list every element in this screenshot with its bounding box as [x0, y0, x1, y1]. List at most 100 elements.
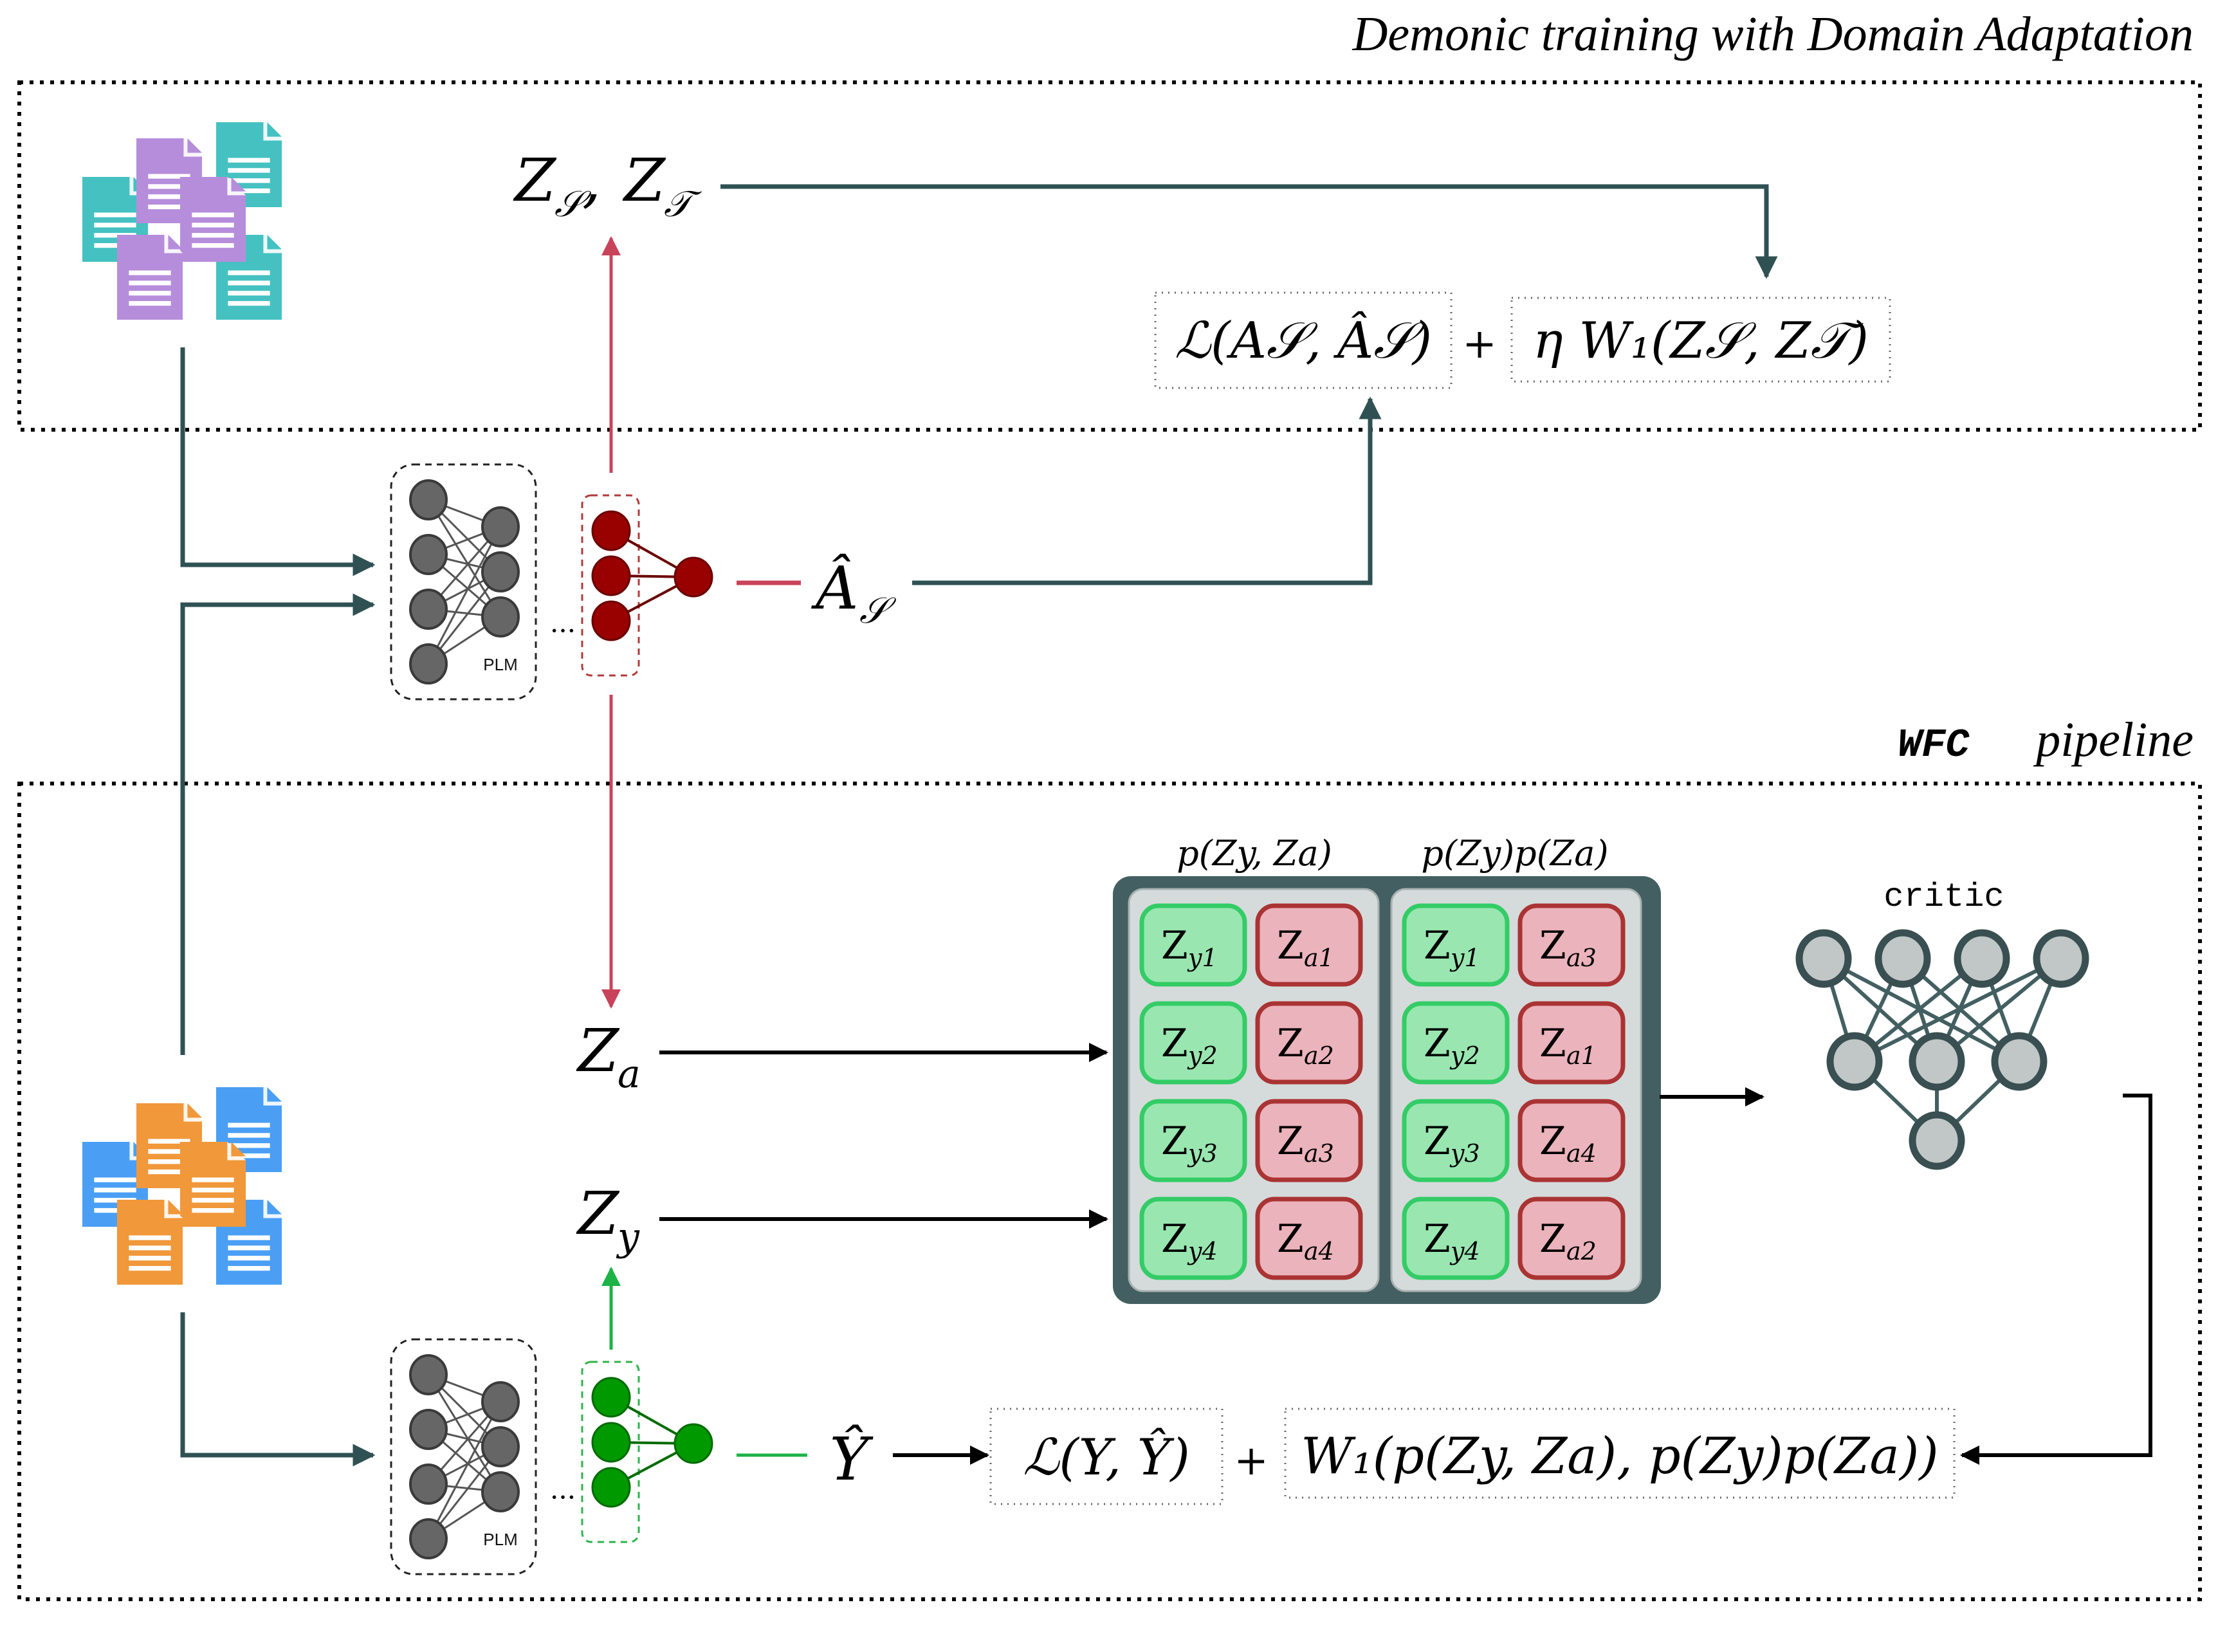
head-neuron — [591, 1422, 631, 1463]
text-line — [228, 1245, 270, 1251]
text-line — [129, 1256, 171, 1261]
cell-box — [1255, 903, 1363, 987]
text-line — [192, 1188, 234, 1193]
bottom-docs-to-plm-arrow — [180, 1312, 376, 1467]
cell-subscript: y1 — [1449, 944, 1480, 972]
top-section-title: Demonic training with Domain Adaptation — [1352, 7, 2194, 61]
text-line — [129, 280, 171, 286]
plm-neuron — [409, 1464, 448, 1505]
plm-neuron — [481, 551, 520, 592]
text-line — [228, 291, 270, 296]
svg-text:𝒯: 𝒯 — [664, 183, 702, 225]
text-line — [192, 223, 234, 228]
svg-text:Z: Z — [576, 1179, 620, 1248]
plm-label: PLM — [483, 655, 517, 674]
text-line — [94, 212, 136, 217]
text-line — [192, 212, 234, 217]
text-line — [129, 291, 171, 296]
page-body — [180, 1142, 246, 1227]
domain-wasserstein-box — [1510, 297, 1891, 383]
cell-subscript: a1 — [1304, 944, 1334, 972]
bottom-classifier-head: ··· — [550, 1361, 713, 1543]
text-line — [94, 233, 136, 238]
page-fold-flap — [267, 235, 282, 250]
text-line — [192, 233, 234, 238]
top-section-frame — [17, 80, 2202, 432]
critic-label: critic — [1883, 878, 2004, 916]
head-frame — [581, 494, 640, 677]
top-plus-sign: + — [1462, 320, 1497, 368]
text-line — [94, 1188, 136, 1193]
page-fold-flap — [267, 122, 282, 137]
cell-box — [1402, 1197, 1510, 1280]
classifier-prediction-label: Ŷ — [830, 1424, 874, 1494]
cell-subscript: y3 — [1449, 1139, 1480, 1168]
plm-frame — [390, 1338, 537, 1575]
svg-text:,: , — [582, 146, 601, 215]
zy-label: Z y — [576, 1179, 640, 1260]
pipeline-label: pipeline — [2033, 713, 2194, 767]
plm-neuron — [481, 1426, 520, 1467]
text-line — [192, 243, 234, 248]
plm-neuron — [409, 589, 448, 630]
text-line — [228, 188, 270, 194]
cell-letter: Z — [1424, 1119, 1451, 1164]
top-docs-to-plm-arrow — [180, 347, 376, 576]
cell-subscript: a4 — [1304, 1237, 1334, 1265]
cell-box — [1517, 903, 1626, 987]
text-line — [148, 1159, 190, 1164]
product-distribution-label: p(Zy)p(Za) — [1421, 833, 1608, 874]
plm-edge — [427, 499, 502, 618]
svg-text:𝒮: 𝒮 — [859, 590, 897, 632]
text-line — [94, 1177, 136, 1182]
classifier-loss-box — [989, 1408, 1223, 1505]
domain-wasserstein-term: η W₁(Z𝒮, Z𝒯) — [1533, 312, 1869, 370]
text-line — [228, 1235, 270, 1240]
document-page — [180, 177, 246, 262]
cell-letter: Z — [1277, 1119, 1304, 1164]
document-page — [117, 1200, 183, 1285]
plm-neuron — [409, 1354, 448, 1395]
cell-box — [1255, 1001, 1363, 1085]
document-page — [180, 1142, 246, 1227]
top-adversary-head: ··· — [550, 494, 713, 677]
critic-neuron — [1795, 929, 1852, 988]
text-line — [228, 1265, 270, 1271]
cell-box — [1139, 1001, 1247, 1085]
cell-letter: Z — [1539, 1216, 1566, 1262]
text-line — [228, 1153, 270, 1159]
joint-distribution-label: p(Zy, Za) — [1177, 833, 1332, 874]
critic-edge — [1853, 957, 2062, 1063]
plm-edge — [427, 1401, 502, 1539]
cell-subscript: y4 — [1187, 1237, 1218, 1265]
head-frame — [581, 1361, 640, 1543]
text-line — [192, 1198, 234, 1203]
text-line — [129, 270, 171, 275]
plm-frame — [390, 463, 537, 701]
column-background — [1128, 888, 1380, 1292]
page-fold-flap — [187, 138, 202, 153]
critic-neuron — [1909, 1032, 1965, 1091]
critic-neuron — [2033, 929, 2089, 988]
page-body — [117, 235, 183, 320]
svg-text:Â: Â — [811, 554, 858, 623]
head-neuron — [591, 600, 631, 641]
text-line — [94, 1207, 136, 1213]
input-connectors — [180, 184, 1778, 1467]
cell-letter: Z — [1161, 1021, 1188, 1066]
cell-subscript: y2 — [1449, 1042, 1480, 1070]
cell-box — [1517, 1099, 1626, 1182]
fairness-wasserstein-term: W₁(p(Zy, Za), p(Zy)p(Za)) — [1301, 1427, 1938, 1485]
za-label: Z a — [576, 1016, 641, 1097]
cell-letter: Z — [1424, 1021, 1451, 1066]
critic-neuron — [1991, 1032, 2048, 1091]
cell-subscript: a3 — [1566, 944, 1597, 972]
